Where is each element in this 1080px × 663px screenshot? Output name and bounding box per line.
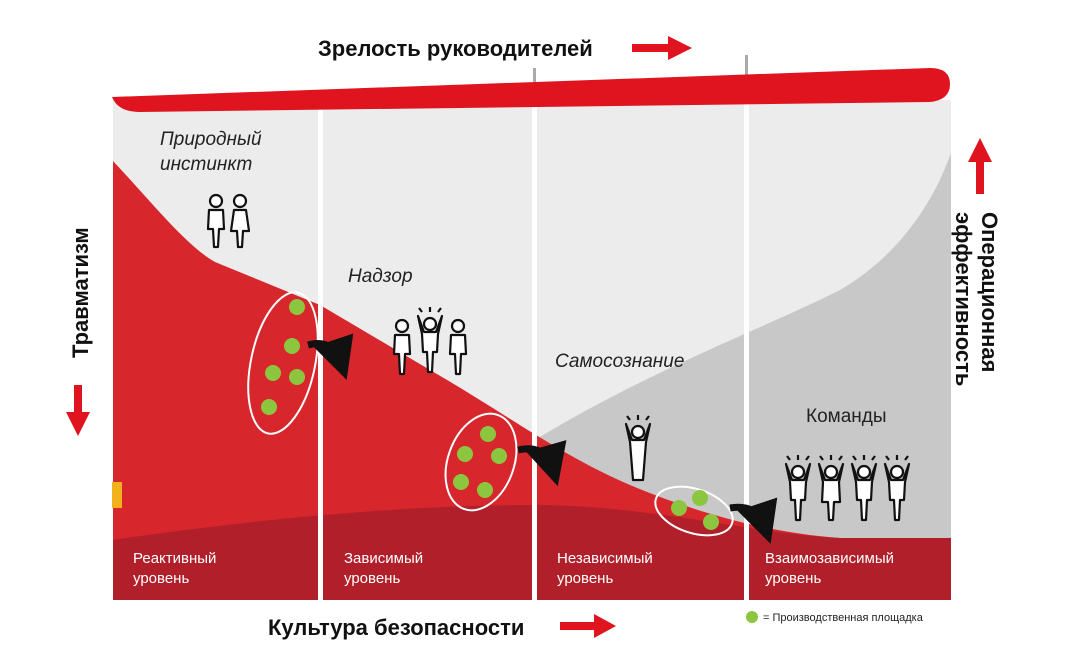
transition-arrow-icon xyxy=(517,440,567,487)
site-dot xyxy=(457,446,473,462)
person-icon xyxy=(392,318,412,376)
site-dot xyxy=(289,299,305,315)
left-label: Травматизм xyxy=(68,227,93,358)
transition-arrow-icon xyxy=(307,333,354,380)
legend-label: = Производственная площадка xyxy=(763,612,924,624)
person-cheering-icon xyxy=(883,455,911,522)
person-cheering-icon xyxy=(817,455,845,522)
legend: = Производственная площадка xyxy=(746,611,924,624)
person-cheering-icon xyxy=(624,415,652,482)
level-label: уровень xyxy=(765,570,821,587)
bottom-arrow-icon xyxy=(560,614,616,638)
person-cheering-icon xyxy=(850,455,878,522)
legend-dot xyxy=(746,611,758,623)
person-cheering-icon xyxy=(784,455,812,522)
stage-title: Природный xyxy=(160,129,262,150)
site-dot xyxy=(703,514,719,530)
leader-maturity-band xyxy=(112,68,950,112)
person-icon xyxy=(448,318,468,376)
site-dot xyxy=(671,500,687,516)
level-label: Взаимозависимый xyxy=(765,550,894,567)
stage-title: Самосознание xyxy=(555,351,684,372)
site-dot xyxy=(453,474,469,490)
transition-arrow-icon xyxy=(729,497,778,544)
stage-title: инстинкт xyxy=(160,154,252,175)
separator-line xyxy=(951,100,956,600)
accent-marker xyxy=(112,482,122,508)
person-icon xyxy=(206,193,226,249)
site-dot xyxy=(265,365,281,381)
person-female-icon xyxy=(229,193,251,249)
person-cheering-icon xyxy=(416,307,444,374)
site-dot xyxy=(477,482,493,498)
level-label: уровень xyxy=(133,570,189,587)
separator-line xyxy=(318,100,323,600)
level-label: уровень xyxy=(557,570,613,587)
level-label: Зависимый xyxy=(344,550,423,567)
site-dot xyxy=(491,448,507,464)
site-dot xyxy=(261,399,277,415)
stage-title: Команды xyxy=(806,406,887,427)
site-dot xyxy=(289,369,305,385)
level-label: Независимый xyxy=(557,550,653,567)
svg-text:эффективность: эффективность xyxy=(951,212,976,386)
stage-title: Надзор xyxy=(348,266,413,287)
level-label: Реактивный xyxy=(133,550,216,567)
separator-line xyxy=(108,100,113,600)
people-icons xyxy=(206,193,911,522)
separator-line xyxy=(744,100,749,600)
bottom-label: Культура безопасности xyxy=(268,615,524,640)
top-label: Зрелость руководителей xyxy=(318,36,593,61)
right-label: Операционная эффективность xyxy=(951,212,1002,386)
efficiency-curve-area xyxy=(535,150,952,600)
separator-line xyxy=(532,100,537,600)
svg-text:Операционная: Операционная xyxy=(977,212,1002,372)
left-down-arrow-icon xyxy=(66,385,90,436)
level-label: уровень xyxy=(344,570,400,587)
tick xyxy=(745,55,748,77)
site-cluster-3 xyxy=(654,485,734,537)
top-arrow-icon xyxy=(632,36,692,60)
site-dot xyxy=(284,338,300,354)
tick xyxy=(533,68,536,82)
site-cluster-2 xyxy=(444,412,518,512)
site-dot xyxy=(480,426,496,442)
right-up-arrow-icon xyxy=(968,138,992,194)
site-dot xyxy=(692,490,708,506)
